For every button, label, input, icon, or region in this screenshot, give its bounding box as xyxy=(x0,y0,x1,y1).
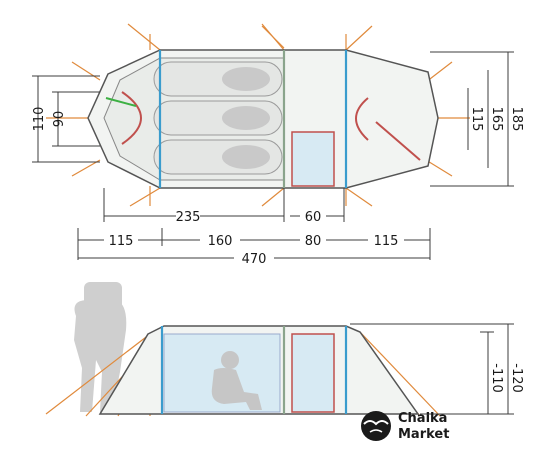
dim-80: 80 xyxy=(305,234,322,249)
dim-left-110: 110 xyxy=(32,107,47,132)
seagull-logo-icon xyxy=(361,411,391,441)
dim-115-right: 115 xyxy=(374,234,399,249)
brand-name-line1: Chaika xyxy=(398,411,447,426)
dim-160: 160 xyxy=(208,234,233,249)
dim-235: 235 xyxy=(176,210,201,225)
plan-pole-left-arc xyxy=(121,91,142,145)
dim-60: 60 xyxy=(305,210,322,225)
plan-dimension-lines xyxy=(32,51,514,260)
sitting-person-silhouette xyxy=(211,351,262,410)
dim-left-90: 90 xyxy=(52,111,67,128)
plan-sleeping-bags xyxy=(153,61,283,175)
side-dimension-lines xyxy=(350,323,514,415)
plan-door-panel xyxy=(291,131,335,187)
dim-right-115: 115 xyxy=(469,107,484,132)
dim-470: 470 xyxy=(242,252,267,267)
plan-pole-green-segment xyxy=(105,97,137,107)
plan-pole-red-segment xyxy=(375,121,421,161)
standing-person-silhouette xyxy=(74,282,127,412)
dim-side-110: -110 xyxy=(489,363,504,393)
brand-name-line2: Market xyxy=(398,427,449,442)
brand-logo: Chaika Market xyxy=(361,411,449,442)
dim-side-120: -120 xyxy=(509,363,524,393)
side-door-panel xyxy=(291,333,335,413)
plan-pole-right-arc xyxy=(355,97,369,141)
dim-115-left: 115 xyxy=(109,234,134,249)
dim-right-165: 165 xyxy=(489,107,504,132)
dim-right-185: 185 xyxy=(509,107,524,132)
plan-view: 110 90 115 165 185 235 60 115 160 80 115… xyxy=(32,23,524,267)
side-view: -110 -120 xyxy=(45,282,524,417)
